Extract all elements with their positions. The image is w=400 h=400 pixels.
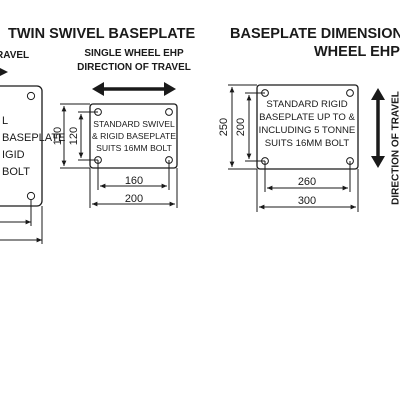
right-baseplate <box>256 84 359 170</box>
dim-hole-height: 120 <box>68 127 80 145</box>
right-plate-line: INCLUDING 5 TONNE <box>259 125 356 136</box>
middle-baseplate <box>89 103 178 169</box>
right-direction-of-travel-label: DIRECTION OF TRAVEL <box>391 91 400 205</box>
right-plate-line: SUITS 16MM BOLT <box>265 138 350 149</box>
right-plate-line: BASEPLATE UP TO & <box>259 112 355 123</box>
arrow-down-icon <box>371 156 385 168</box>
middle-panel: SINGLE WHEEL EHP DIRECTION OF TRAVEL STA… <box>52 48 191 208</box>
middle-plate-line: SUITS 16MM BOLT <box>96 143 173 153</box>
bolt-hole-icon <box>346 89 354 97</box>
left-travel-label: RAVEL <box>0 50 29 61</box>
left-travel-arrow-icon <box>0 68 8 76</box>
left-plate-line: BASEPLATE <box>2 132 65 144</box>
dim-hole-width: 160 <box>125 175 143 187</box>
left-plate-line: L <box>2 115 8 127</box>
left-plate-line: BOLT <box>2 166 30 178</box>
middle-plate-line: & RIGID BASEPLATE <box>92 131 176 141</box>
dim-hole-width: 260 <box>298 176 316 188</box>
left-panel: RAVEL L BASEPLATE IGID BOLT <box>0 50 65 244</box>
right-plate-line: STANDARD RIGID <box>266 99 347 110</box>
title-twin-swivel-baseplate: TWIN SWIVEL BASEPLATE <box>8 26 195 42</box>
dim-hole-height: 200 <box>235 118 247 136</box>
dim-outer-width: 300 <box>298 195 316 207</box>
arrow-left-icon <box>92 82 104 96</box>
middle-plate-line: STANDARD SWIVEL <box>93 119 175 129</box>
dim-outer-width: 200 <box>125 193 143 205</box>
left-plate-line: IGID <box>2 149 25 161</box>
title-baseplate-dimension: BASEPLATE DIMENSION <box>230 26 400 42</box>
dim-outer-height: 250 <box>218 118 230 136</box>
left-bolt-hole-icon <box>26 191 36 201</box>
arrow-right-icon <box>164 82 176 96</box>
middle-heading-line2: DIRECTION OF TRAVEL <box>77 62 191 73</box>
dim-outer-height: 150 <box>52 127 64 145</box>
title-wheel-ehp: WHEEL EHP <box>314 44 400 60</box>
middle-heading-line1: SINGLE WHEEL EHP <box>84 48 184 59</box>
right-panel: STANDARD RIGID BASEPLATE UP TO & INCLUDI… <box>218 84 400 212</box>
left-bolt-hole-icon <box>26 91 36 101</box>
arrow-up-icon <box>371 88 385 100</box>
left-baseplate <box>0 85 43 207</box>
bolt-hole-icon <box>165 108 173 116</box>
